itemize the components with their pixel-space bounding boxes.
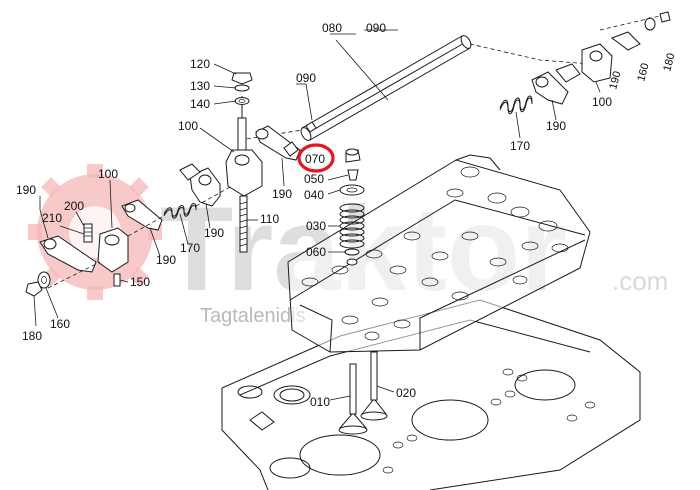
label-070: 070 — [305, 152, 325, 166]
label-190-top-right: 190 — [607, 70, 623, 91]
label-160: 160 — [50, 317, 70, 331]
label-060: 060 — [306, 245, 326, 259]
valve-020 — [360, 351, 388, 421]
label-160-top-right: 160 — [635, 62, 651, 83]
label-190-center: 190 — [272, 187, 292, 201]
nut-washer-stack — [231, 72, 253, 105]
label-210: 210 — [42, 211, 62, 225]
label-200: 200 — [64, 199, 84, 213]
label-130: 130 — [190, 79, 210, 93]
label-100-left: 100 — [98, 167, 118, 181]
rocker-support-100-right — [581, 43, 613, 83]
label-090-top: 090 — [366, 21, 386, 35]
label-100-right: 100 — [592, 95, 612, 109]
valve-spring-030 — [339, 203, 365, 249]
head-bolt-holes — [301, 166, 569, 341]
label-190-b: 190 — [204, 226, 224, 240]
watermark-domain: .com — [612, 266, 668, 296]
valve-cap-070 — [345, 148, 361, 163]
label-180: 180 — [22, 329, 42, 343]
adjust-screw-210 — [83, 223, 93, 243]
rocker-shaft — [300, 35, 472, 141]
rocker-arm-right — [531, 63, 581, 105]
valve-010 — [338, 363, 368, 435]
stud-110 — [239, 195, 248, 253]
part-090-sleeve — [305, 121, 317, 133]
label-090-mid: 090 — [296, 71, 316, 85]
label-020: 020 — [396, 386, 416, 400]
cylinder-head-drawing — [287, 154, 591, 353]
label-170-right: 170 — [510, 139, 530, 153]
part-labels: 080 090 090 120 130 140 100 190 070 050 … — [16, 21, 678, 409]
rocker-arm-left-lower — [39, 235, 97, 273]
washer-160 — [37, 271, 51, 289]
label-190-right: 190 — [546, 119, 566, 133]
pin-150 — [113, 273, 121, 287]
rocker-support-100-left — [97, 227, 129, 273]
label-120: 120 — [190, 57, 210, 71]
label-010: 010 — [310, 395, 330, 409]
label-190-lower: 190 — [156, 253, 176, 267]
top-right-small-parts — [599, 11, 671, 51]
label-080: 080 — [322, 21, 342, 35]
label-050: 050 — [304, 172, 324, 186]
rocker-arm-mid — [179, 163, 221, 207]
label-110: 110 — [260, 212, 279, 226]
label-180-top-right: 180 — [661, 52, 677, 73]
spring-170-mid — [163, 203, 197, 219]
rocker-arm-center — [255, 125, 301, 161]
retainer-040 — [339, 184, 365, 196]
watermark-tagline: Tagtalenidis — [200, 305, 306, 327]
label-140: 140 — [190, 97, 210, 111]
rocker-arm-left-upper — [121, 199, 163, 231]
spring-170-right — [499, 95, 533, 115]
label-030: 030 — [306, 219, 326, 233]
label-170-b: 170 — [180, 241, 200, 255]
collet-050 — [347, 169, 359, 181]
label-190-left: 190 — [16, 183, 36, 197]
label-040: 040 — [304, 188, 324, 202]
leader-lines — [33, 29, 601, 401]
highlight-marker-070 — [297, 143, 335, 173]
label-100-mid: 100 — [178, 119, 198, 133]
nut-180 — [25, 281, 43, 297]
highlight-circle — [297, 143, 335, 173]
label-150: 150 — [130, 275, 150, 289]
rocker-support-100-center — [225, 96, 263, 197]
